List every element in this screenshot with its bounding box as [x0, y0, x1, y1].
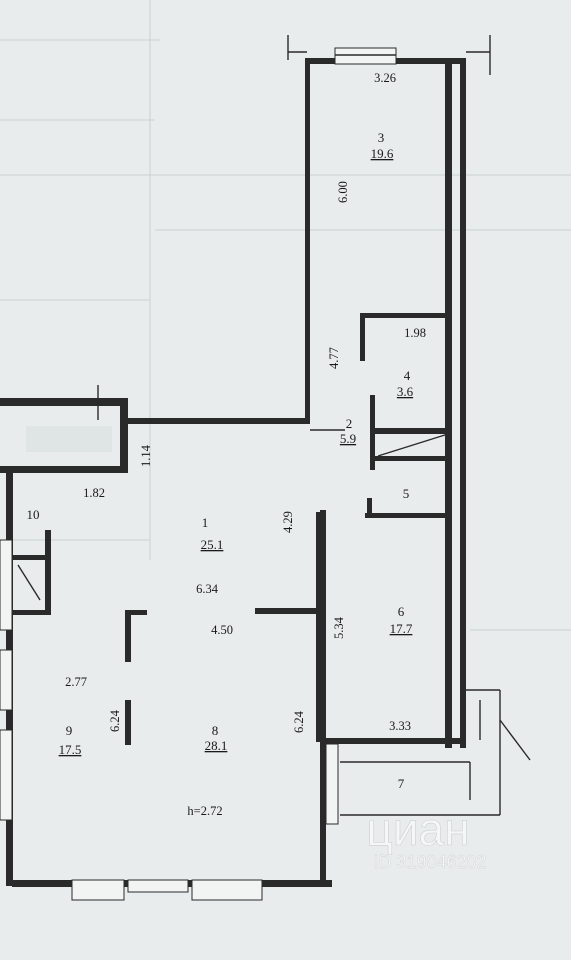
room-area: 17.5	[59, 742, 82, 757]
balcony-door	[325, 743, 339, 825]
dimension: 4.77	[327, 347, 341, 369]
room-labels: 1 25.1 2 5.9 3 19.6 4 3.6 5 6 17.7 7 8 2…	[27, 130, 414, 791]
room-number: 10	[27, 507, 40, 522]
room-area: 28.1	[205, 738, 228, 753]
balcony	[340, 689, 531, 816]
dimension: 3.26	[374, 71, 396, 85]
room-area: 25.1	[201, 537, 224, 552]
room-number: 3	[378, 130, 385, 145]
room-area: 17.7	[390, 621, 413, 636]
room-number: 9	[66, 723, 73, 738]
paper-background	[0, 0, 571, 631]
dimension: 4.50	[211, 623, 233, 637]
room-number: 7	[398, 776, 405, 791]
watermark: циан ID 319046202	[366, 803, 487, 873]
window-left-3	[0, 729, 13, 821]
ceiling-height: h=2.72	[187, 804, 222, 818]
window-bottom-2	[127, 879, 189, 893]
dimension: 6.24	[108, 709, 122, 732]
window-top	[334, 47, 397, 65]
dimension: 1.82	[83, 486, 105, 500]
watermark-brand: циан	[366, 803, 469, 855]
watermark-code: ID 319046202	[373, 852, 486, 872]
dimension: 4.29	[281, 511, 295, 533]
exterior-walls	[0, 35, 491, 901]
room-area: 5.9	[340, 431, 356, 446]
dimension: 3.33	[389, 719, 411, 733]
room-number: 8	[212, 723, 219, 738]
dimension: 1.98	[404, 326, 426, 340]
room-number: 1	[202, 515, 209, 530]
dimension: 6.34	[196, 582, 219, 596]
dimension: 6.24	[292, 710, 306, 733]
room-number: 5	[403, 486, 410, 501]
dimension: 2.77	[65, 675, 87, 689]
room-number: 6	[398, 604, 405, 619]
dimension: 1.14	[139, 444, 153, 467]
room-number: 4	[404, 368, 411, 383]
window-bottom-1	[71, 879, 125, 901]
interior-walls	[13, 313, 450, 745]
dimension: 6.00	[336, 181, 350, 203]
redacted-patch	[26, 426, 112, 452]
room-area: 3.6	[397, 384, 414, 399]
dimension-labels: 3.26 6.00 1.98 4.77 1.14 1.82 4.29 6.34 …	[65, 71, 426, 818]
window-left-2	[0, 649, 13, 711]
dimension: 5.34	[332, 616, 346, 639]
window-bottom-3	[191, 879, 263, 901]
room-number: 2	[346, 416, 353, 431]
room-area: 19.6	[371, 146, 394, 161]
window-left-1	[0, 539, 13, 631]
